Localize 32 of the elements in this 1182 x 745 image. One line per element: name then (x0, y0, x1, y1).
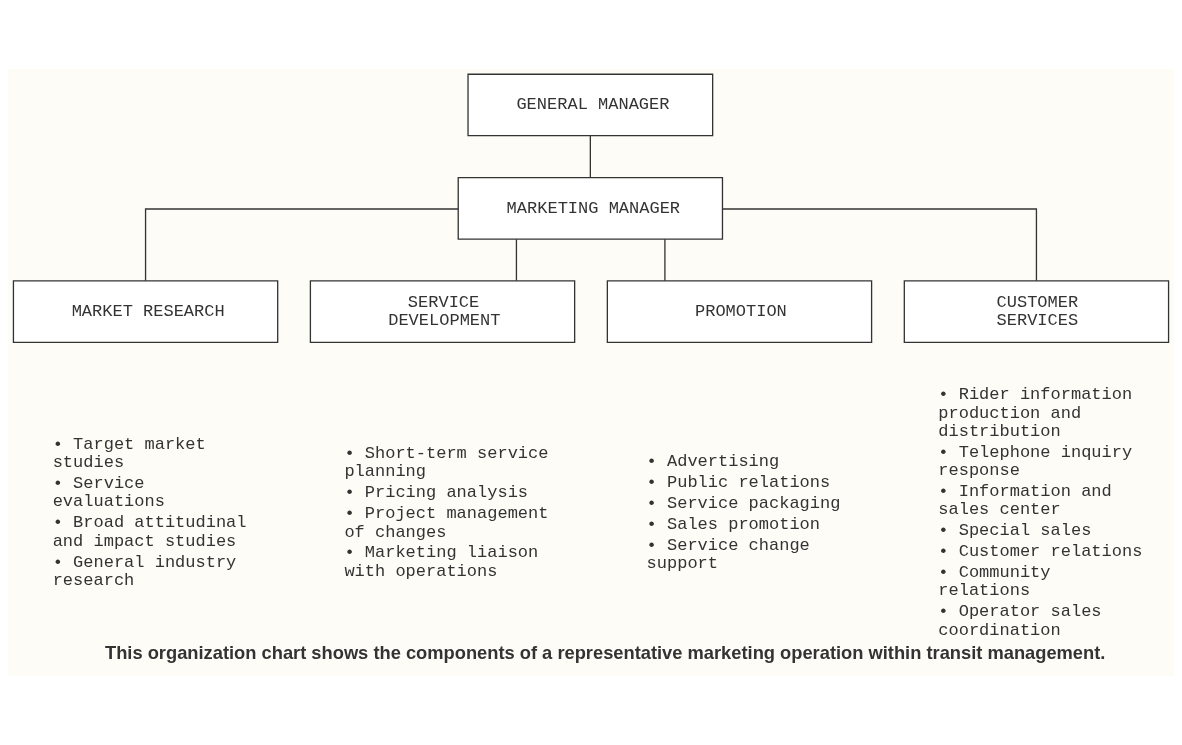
node-label: • Customer relations (938, 542, 1143, 562)
node-box: GENERAL MANAGER (467, 73, 714, 137)
node-label: • Public relations (646, 472, 831, 492)
node-label: • Project management of changes (344, 504, 549, 542)
node-label: • Information and sales center (938, 481, 1112, 520)
connector (664, 238, 666, 282)
node-label: • Service packaging (646, 493, 841, 513)
node-box: CUSTOMER SERVICES (903, 280, 1170, 344)
node-box: SERVICE DEVELOPMENT (309, 280, 576, 344)
node-label: • Telephone inquiry response (938, 442, 1133, 481)
connector (515, 238, 518, 282)
connector (722, 208, 1038, 282)
node-label: • Broad attitudinal and impact studies (52, 513, 247, 551)
node-label: • Service change support (646, 535, 810, 573)
node-label: • General industry research (52, 552, 237, 590)
caption: This organization chart shows the components of a representative marketing operation within transit management. (105, 642, 1106, 664)
connector (144, 208, 459, 282)
node-box: MARKET RESEARCH (12, 280, 279, 344)
node-label: • Advertising (646, 451, 780, 471)
node-label: • Marketing liaison with operations (344, 543, 539, 581)
node-box: MARKETING MANAGER (457, 176, 724, 240)
node-label: • Community relations (938, 563, 1051, 601)
node-label: • Special sales (938, 521, 1092, 541)
node-label: • Target market studies (52, 434, 206, 473)
connector (589, 135, 591, 178)
node-label: • Sales promotion (646, 514, 821, 534)
node-label: • Operator sales coordination (938, 602, 1102, 640)
node-label: • Pricing analysis (344, 483, 529, 503)
node-label: • Rider information production and distribution (938, 385, 1133, 441)
node-label: • Service evaluations (52, 474, 165, 512)
node-box: PROMOTION (606, 280, 873, 344)
node-label: • Short-term service planning (344, 444, 549, 482)
